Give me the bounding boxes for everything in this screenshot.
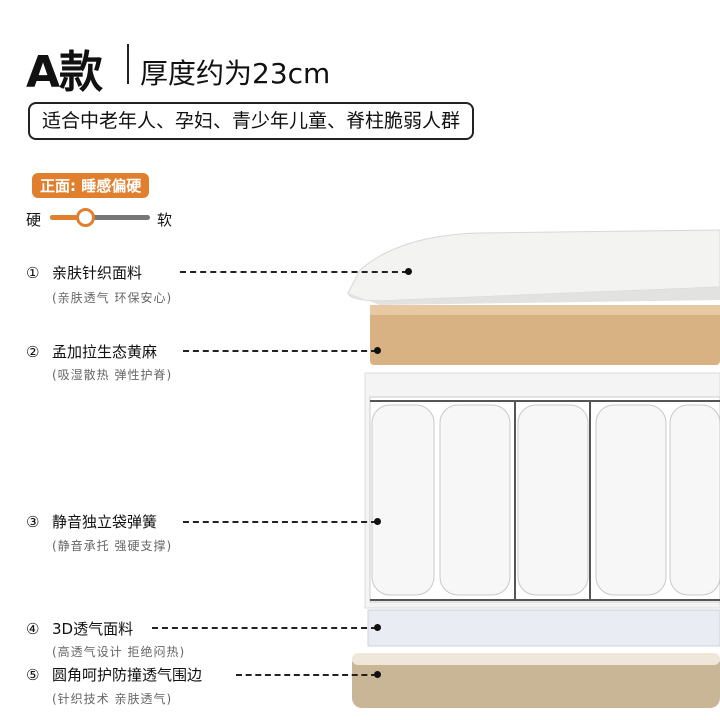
- model-title: A款: [26, 47, 103, 98]
- layer-1-label: ① 亲肤针织面料: [26, 262, 142, 283]
- mattress-illustration: [347, 229, 720, 708]
- layer-name: 孟加拉生态黄麻: [52, 343, 158, 361]
- firmness-fill: [50, 215, 85, 220]
- layer-4-label: ④ 3D透气面料: [26, 618, 133, 639]
- layer-2-dot: [374, 347, 381, 354]
- layer-2-desc: (吸湿散热 弹性护脊): [52, 368, 173, 382]
- layer-1-desc: (亲肤透气 环保安心): [52, 291, 173, 305]
- audience-box: 适合中老年人、孕妇、青少年儿童、脊柱脆弱人群: [28, 102, 475, 140]
- layer-3-label: ③ 静音独立袋弹簧: [26, 511, 157, 532]
- border-layer: [352, 653, 720, 708]
- layer-2-leader: [183, 350, 377, 352]
- layer-name: 亲肤针织面料: [52, 264, 143, 282]
- layer-name: 圆角呵护防撞透气围边: [52, 666, 203, 684]
- layer-5-label: ⑤ 圆角呵护防撞透气围边: [26, 664, 202, 685]
- layer-4-desc: (高透气设计 拒绝闷热): [52, 645, 186, 659]
- layer-3-desc: (静音承托 强硬支撑): [52, 539, 173, 553]
- mesh-layer: [367, 609, 720, 647]
- layer-number: ④: [26, 620, 40, 638]
- layer-number: ②: [26, 343, 40, 361]
- knit-fabric-layer: [347, 229, 720, 305]
- layer-number: ①: [26, 264, 40, 282]
- jute-layer: [370, 305, 720, 365]
- layer-name: 静音独立袋弹簧: [52, 513, 158, 531]
- layer-number: ③: [26, 513, 40, 531]
- spring-layer: [364, 372, 720, 609]
- layer-5-desc: (针织技术 亲肤透气): [52, 692, 173, 706]
- layer-2-label: ② 孟加拉生态黄麻: [26, 341, 157, 362]
- firmness-knob: [76, 208, 95, 227]
- layer-name: 3D透气面料: [52, 620, 134, 638]
- layer-4-dot: [374, 624, 381, 631]
- firmness-track: [50, 215, 150, 220]
- layer-3-leader: [183, 521, 377, 523]
- soft-label: 软: [157, 211, 173, 229]
- layer-5-dot: [374, 671, 381, 678]
- firmness-badge: 正面: 睡感偏硬: [32, 173, 150, 198]
- hard-label: 硬: [26, 211, 42, 229]
- layer-5-leader: [236, 674, 377, 676]
- layer-1-leader: [180, 271, 408, 273]
- layer-number: ⑤: [26, 666, 40, 684]
- layer-3-dot: [374, 518, 381, 525]
- thickness-text: 厚度约为23cm: [140, 57, 331, 90]
- title-divider: [127, 44, 129, 84]
- layer-4-leader: [152, 627, 377, 629]
- layer-1-dot: [405, 268, 412, 275]
